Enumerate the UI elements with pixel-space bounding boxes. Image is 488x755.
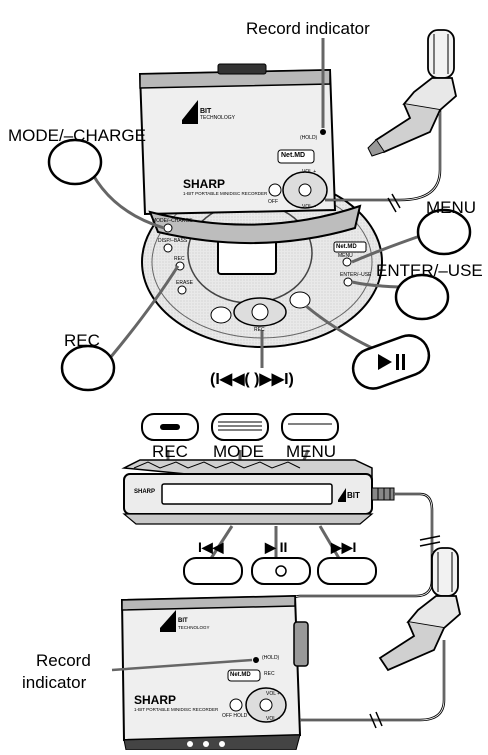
menu-label-bottom: MENU [286,443,336,460]
remote-bottom-buttons [184,558,376,584]
device-subtitle-bottom: 1-BIT PORTABLE MINIDISC RECORDER [134,708,218,713]
device-logo-sub-top: TECHNOLOGY [200,116,235,121]
next-symbol: ▶▶I [331,540,356,554]
device-vol-minus-bottom: VOL – [266,717,280,722]
charger-erase-button[interactable] [178,286,186,294]
device-vol-plus-top: VOL + [302,170,316,175]
device-vol-minus-top: VOL – [302,205,316,210]
device-rec-small-bottom: REC [264,672,275,677]
remote-logo-text: BIT [347,492,360,500]
device-subtitle-top: 1-BIT PORTABLE MINIDISC RECORDER [183,192,267,197]
charger-erase-label: ERASE [176,281,193,286]
record-indicator-dot-bottom [253,657,259,663]
enter-use-large-button[interactable] [396,275,448,319]
play-pause-large-button[interactable] [348,330,435,394]
earphone-top [368,30,456,156]
charger-enter-label: ENTER/–USE [340,273,371,278]
charger-disp-button[interactable] [164,244,172,252]
device-off-top: OFF [268,200,278,205]
device-logo-text-top: BIT [200,108,211,115]
device-logo-sub-bottom: TECHNOLOGY [178,626,210,631]
mode-charge-label: MODE/–CHARGE [8,127,146,144]
menu-label-top: MENU [426,199,476,216]
device-logo-text-bottom: BIT [178,618,188,624]
remote-next-button[interactable] [318,558,376,584]
device-netmd-top: Net.MD [281,152,305,159]
charger-mode-button[interactable] [164,224,172,232]
charger-menu-button[interactable] [343,258,351,266]
record-indicator-label-top: Record indicator [246,20,370,37]
mode-charge-large-button[interactable] [49,140,101,184]
charger-rec-label: REC [174,257,185,262]
prev-symbol: I◀◀ [198,540,223,554]
device-brand-bottom: SHARP [134,694,176,706]
remote-top-buttons [142,414,338,440]
charger-netmd-label: Net.MD [336,244,357,250]
charger-mode-label: MODE/–CHARGE [152,219,193,224]
charger-rec-tray-label: REC [254,328,265,333]
charger-disp-label: DISP/–BASS [158,239,187,244]
charger-enter-button[interactable] [344,278,352,286]
charger-menu-label: MENU [338,254,353,259]
rec-label-bottom: REC [152,443,188,460]
charger-stop-button[interactable] [211,307,231,323]
remote-brand: SHARP [134,489,155,495]
record-indicator-label-bottom-line1: Record [36,652,91,669]
device-brand-top: SHARP [183,178,225,190]
play-symbol: ▶ II [265,540,287,554]
remote-mode-button-large[interactable] [212,414,268,440]
remote-prev-button[interactable] [184,558,242,584]
device-hold-bottom: (HOLD) [262,656,279,661]
device-netmd-bottom: Net.MD [230,672,251,678]
rec-label-top: REC [64,332,100,349]
earphone-bottom [380,548,460,670]
device-vol-plus-bottom: VOL + [266,692,280,697]
mode-label-bottom: MODE [213,443,264,460]
skip-buttons-label: (I◀◀( )▶▶I) [210,372,294,388]
record-indicator-label-bottom-line2: indicator [22,674,86,691]
device-hold-top: (HOLD) [300,136,317,141]
record-indicator-dot-top [320,129,326,135]
remote-display [162,484,332,504]
enter-use-label: ENTER/–USE [376,262,483,279]
rec-large-button[interactable] [62,346,114,390]
minidisc-recorder-bottom [122,596,308,750]
remote-menu-button-large[interactable] [282,414,338,440]
top-slider [218,64,266,74]
device-off-hold-bottom: OFF HOLD [222,714,247,719]
